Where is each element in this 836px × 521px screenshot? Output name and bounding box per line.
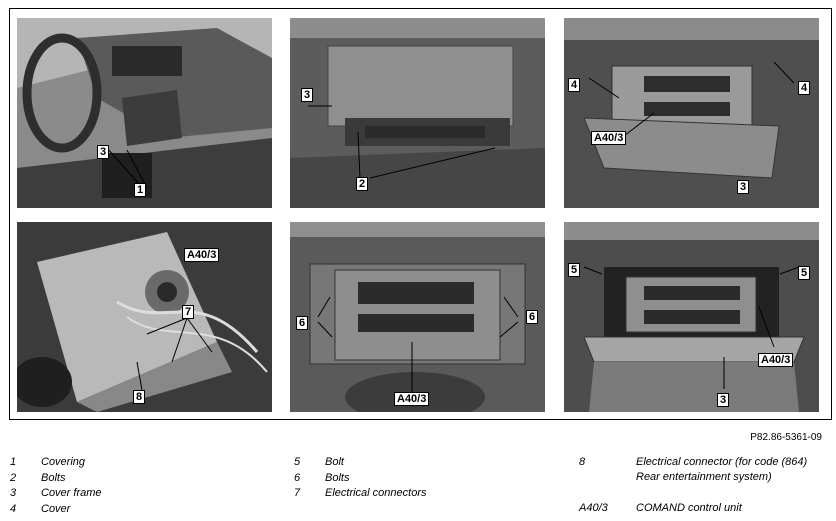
callout-p3-b: 4 — [798, 81, 811, 95]
legend-number: 8 — [579, 456, 586, 468]
legend-text: Covering — [41, 456, 86, 468]
callout-p3-a: 4 — [568, 78, 581, 92]
legend-number: 3 — [10, 487, 17, 499]
photo-cover-frame — [290, 18, 545, 208]
callout-p6-d: 3 — [717, 393, 730, 407]
legend-item: 8 Electrical connector (for code (864) R… — [579, 455, 829, 501]
legend-number: 5 — [294, 456, 301, 468]
callout-p5-b: 6 — [526, 310, 539, 324]
legend-item: 4 Cover — [10, 502, 210, 518]
legend-item: 7 Electrical connectors — [294, 486, 514, 502]
legend-number: 1 — [10, 456, 17, 468]
photo-unit-installed — [564, 222, 819, 412]
callout-p2-a: 3 — [301, 88, 314, 102]
callout-p6-a: 5 — [568, 263, 581, 277]
legend-text: COMAND control unit — [636, 502, 742, 514]
legend-column-3: 8 Electrical connector (for code (864) R… — [579, 455, 829, 517]
legend-column-1: 1 Covering 2 Bolts 3 Cover frame 4 Cover — [10, 455, 210, 517]
callout-p6-c: A40/3 — [758, 353, 794, 367]
legend-item: 2 Bolts — [10, 471, 210, 487]
legend-number: 7 — [294, 487, 301, 499]
figure-reference: P82.86-5361-09 — [750, 432, 822, 443]
photo-cover-removal — [564, 18, 819, 208]
callout-p1-b: 1 — [134, 183, 147, 197]
callout-p6-b: 5 — [798, 266, 811, 280]
callout-p5-a: 6 — [296, 316, 309, 330]
legend-text: Electrical connectors — [325, 487, 427, 499]
legend-item: 6 Bolts — [294, 471, 514, 487]
legend-number: 2 — [10, 471, 17, 484]
callout-p4-b: 7 — [182, 305, 195, 319]
legend-item: 1 Covering — [10, 455, 210, 471]
legend-text: Cover — [41, 502, 71, 515]
legend-item: 3 Cover frame — [10, 486, 210, 502]
photo-control-unit-connectors — [17, 222, 272, 412]
legend-text: Bolt — [325, 456, 344, 468]
legend-text: Electrical connector (for code (864) Rea… — [636, 456, 808, 483]
legend-item: A40/3 COMAND control unit — [579, 501, 829, 517]
legend-text: Cover frame — [41, 487, 102, 499]
callout-p3-c: A40/3 — [591, 131, 627, 145]
photo-control-unit-bolts — [290, 222, 545, 412]
callout-p3-d: 3 — [737, 180, 750, 194]
callout-p4-a: A40/3 — [184, 248, 220, 262]
legend-number: 6 — [294, 471, 301, 484]
callout-p5-c: A40/3 — [394, 392, 430, 406]
legend-number: A40/3 — [579, 502, 608, 514]
legend-column-2: 5 Bolt 6 Bolts 7 Electrical connectors — [294, 455, 514, 502]
callout-p1-a: 3 — [97, 145, 110, 159]
callout-p4-c: 8 — [133, 390, 146, 404]
legend-item: 5 Bolt — [294, 455, 514, 471]
callout-p2-b: 2 — [356, 177, 369, 191]
legend-text: Bolts — [41, 471, 66, 484]
legend-text: Bolts — [325, 471, 350, 484]
photo-interior-overview — [17, 18, 272, 208]
legend-number: 4 — [10, 502, 17, 515]
